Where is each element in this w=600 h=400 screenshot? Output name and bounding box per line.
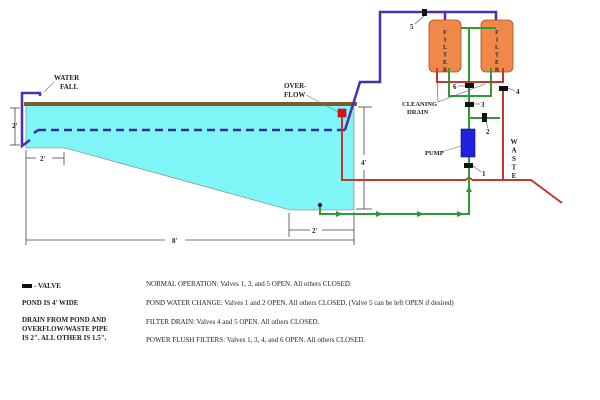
filter-2-label-char: T [495, 53, 499, 59]
flow-arrows [336, 186, 472, 217]
filter-2-label-char: I [496, 38, 499, 44]
valve-3-label: 3 [481, 101, 485, 109]
dim-shelf-width: 2' [40, 155, 46, 163]
dim-depth-shallow: 2' [12, 122, 18, 130]
overflow-label-2: FLOW [284, 91, 305, 99]
filter-1-label-char: T [443, 53, 447, 59]
valve-5[interactable] [422, 9, 427, 16]
valve-4-label: 4 [516, 88, 520, 96]
waste-label-char: S [512, 155, 516, 163]
pump-leader [440, 145, 462, 153]
waterfall-label-1: WATER [54, 74, 80, 82]
filter-2-label: FILTER [495, 30, 500, 74]
waste-pipe [341, 117, 466, 181]
valve-6[interactable] [465, 83, 474, 88]
filter-1 [428, 19, 462, 73]
bottom-drain [318, 203, 322, 207]
valve-4[interactable] [499, 86, 508, 91]
filter-2-label-char: R [495, 68, 500, 74]
waste-label-char: W [511, 138, 518, 146]
filter-2-label-char: F [495, 30, 499, 36]
return-pipe-filter2 [445, 10, 498, 22]
filter-2-label-char: E [495, 60, 499, 66]
instruction-normal-operation: NORMAL OPERATION: Valves 1, 3, and 5 OPE… [146, 280, 352, 288]
waterfall-leader [43, 81, 55, 93]
legend-valve-text: - VALVE [34, 282, 61, 290]
overflow-leader [305, 94, 339, 113]
valve-1-label: 1 [482, 170, 486, 178]
cleaning-drain-label-2: DRAIN [407, 109, 429, 116]
overflow-label-1: OVER- [284, 82, 307, 90]
filter-2 [480, 19, 514, 73]
filter-1-label: FILTER [443, 30, 448, 74]
instruction-filter-drain: FILTER DRAIN: Valves 4 and 5 OPEN. All o… [146, 318, 320, 326]
cleaning-drain-label-1: CLEANING [402, 101, 437, 108]
pipe-note-line-2: OVERFLOW/WASTE PIPE [22, 325, 108, 333]
legend-pipe-note: DRAIN FROM POND AND OVERFLOW/WASTE PIPE … [22, 316, 108, 343]
valve-5-label: 5 [410, 23, 414, 31]
dimension-lines [10, 106, 372, 245]
filter-1-label-char: I [444, 38, 447, 44]
dim-pond-length: 8' [172, 237, 178, 245]
pond-rim [24, 102, 357, 106]
valve-key-icon [22, 284, 32, 289]
valve-3[interactable] [465, 102, 474, 107]
return-pipe [343, 10, 447, 131]
return-pipe-bend [33, 129, 39, 134]
valve-leaders [414, 15, 516, 173]
dim-depth-deep: 4' [361, 159, 367, 167]
cleaning-drain-leader-2 [437, 83, 486, 103]
filter-1-label-char: E [443, 60, 447, 66]
instruction-pond-water-change: POND WATER CHANGE: Valves 1 and 2 OPEN. … [146, 299, 454, 307]
waste-pipe-outlet [472, 179, 563, 204]
dim-deep-width: 2' [312, 227, 318, 235]
waste-label-char: E [512, 172, 517, 180]
filter-1-label-char: F [443, 30, 447, 36]
filter-1-label-char: R [443, 68, 448, 74]
legend-pond-width: POND IS 4' WIDE [22, 299, 79, 307]
instruction-power-flush: POWER FLUSH FILTERS: Valves 1, 3, 4, and… [146, 336, 366, 344]
waterfall-pipe [20, 91, 42, 149]
pipe-note-line-1: DRAIN FROM POND AND [22, 316, 107, 324]
pond-water [25, 103, 355, 211]
pipe-note-line-3: IS 2". ALL OTHER IS 1.5". [22, 334, 107, 342]
overflow-box [337, 108, 347, 118]
filter-2-label-char: L [495, 45, 499, 51]
valve-6-label: 6 [453, 83, 457, 91]
pump-label: PUMP [425, 150, 444, 157]
cleaning-drain-leader-1 [436, 71, 439, 103]
waste-label-char: T [512, 164, 517, 172]
legend-valve: - VALVE [22, 282, 61, 291]
waterfall-label-2: FALL [60, 83, 78, 91]
waste-label-char: A [511, 147, 516, 155]
waste-label: WASTE [511, 138, 518, 180]
valve-2[interactable] [482, 113, 487, 122]
filter-1-label-char: L [443, 45, 447, 51]
valve-1[interactable] [464, 163, 473, 168]
valve-2-label: 2 [486, 128, 490, 136]
pump [460, 128, 476, 158]
